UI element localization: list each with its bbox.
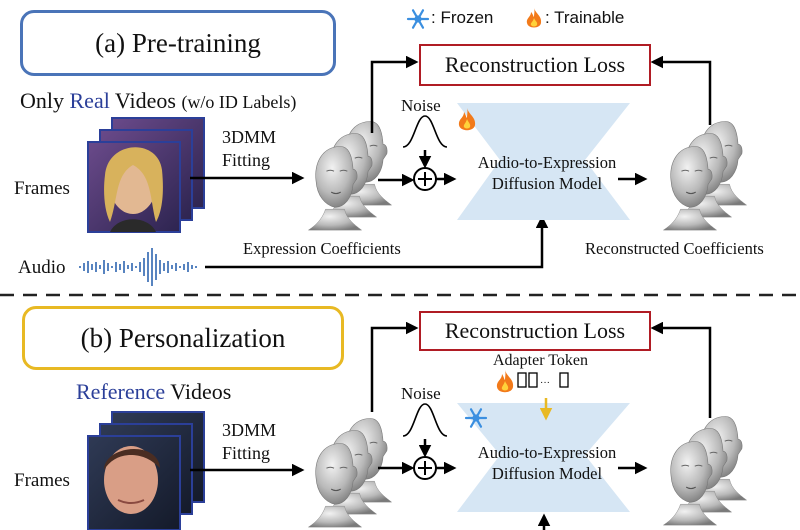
pretrain-frames: [87, 117, 205, 233]
snowflake-icon: [406, 9, 430, 29]
flame-icon: [526, 8, 542, 28]
pretrain-reconstructed-label: Reconstructed Coefficients: [585, 239, 764, 258]
pretrain-model-line2: Diffusion Model: [491, 174, 603, 193]
personal-fitting-line2: Fitting: [222, 443, 271, 463]
personal-loss-box: Reconstruction Loss: [419, 311, 651, 351]
pretrain-section-title: (a) Pre-training: [95, 28, 261, 58]
personal-model-line1: Audio-to-Expression: [477, 443, 617, 462]
pretrain-audio-label: Audio: [18, 257, 66, 278]
personal-section-title: (b) Personalization: [80, 323, 286, 353]
pretrain-expression-heads: [307, 120, 393, 231]
trainable-flame-icon-a: [458, 108, 476, 131]
arrow-to-loss-b: [370, 321, 419, 412]
audio-waveform: [79, 248, 197, 286]
personal-frames-label: Frames: [14, 470, 70, 491]
personal-loss-label: Reconstruction Loss: [444, 318, 626, 343]
personal-noise-label: Noise: [401, 384, 441, 403]
svg-text:···: ···: [540, 377, 550, 388]
personal-reconstructed-heads: [662, 415, 748, 526]
pretrain-videos-suffix: Videos: [109, 88, 176, 113]
arrow-to-loss-a: [370, 55, 419, 133]
pretrain-videos-highlight: Real: [69, 88, 110, 113]
pretrain-videos-prefix: Only: [20, 88, 70, 113]
legend-trainable-label: : Trainable: [545, 8, 625, 27]
pretrain-section-title-box: (a) Pre-training: [20, 10, 336, 76]
personal-videos-suffix: Videos: [165, 379, 232, 404]
pretrain-model-line1: Audio-to-Expression: [477, 153, 617, 172]
adapter-token-boxes: [517, 372, 569, 388]
frozen-snowflake-icon-b: [464, 408, 488, 428]
personal-model-line2: Diffusion Model: [491, 464, 603, 483]
arrow-from-recon-b: [650, 321, 712, 418]
personal-videos-heading: Reference Videos: [76, 379, 231, 405]
pretrain-expression-label: Expression Coefficients: [243, 239, 401, 258]
legend-frozen-label: : Frozen: [431, 8, 494, 27]
personal-fitting-line1: 3DMM: [222, 420, 277, 440]
pretrain-loss-label: Reconstruction Loss: [444, 52, 626, 77]
personal-videos-highlight: Reference: [76, 379, 166, 404]
personal-expression-heads: [307, 417, 393, 528]
noise-curve-b: [402, 403, 448, 437]
arrow-audio: [205, 215, 549, 269]
model-shape-b: [457, 403, 630, 512]
personal-section-title-box: (b) Personalization: [22, 306, 344, 370]
pretrain-noise-label: Noise: [401, 96, 441, 115]
pretrain-fitting-line1: 3DMM: [222, 127, 277, 147]
arrow-from-recon-a: [650, 55, 712, 125]
pretrain-loss-box: Reconstruction Loss: [419, 44, 651, 86]
noise-curve-a: [402, 115, 448, 148]
model-shape-a: [457, 103, 630, 220]
pretrain-fitting-line2: Fitting: [222, 150, 271, 170]
pretrain-reconstructed-heads: [662, 120, 748, 231]
pretrain-videos-heading: Only Real Videos (w/o ID Labels): [20, 88, 296, 114]
trainable-flame-icon-b: [496, 370, 514, 393]
personal-frames: [87, 411, 205, 530]
pretrain-videos-note: (w/o ID Labels): [181, 92, 297, 112]
personal-adapter-label: Adapter Token: [493, 352, 588, 369]
pretrain-frames-label: Frames: [14, 178, 70, 199]
